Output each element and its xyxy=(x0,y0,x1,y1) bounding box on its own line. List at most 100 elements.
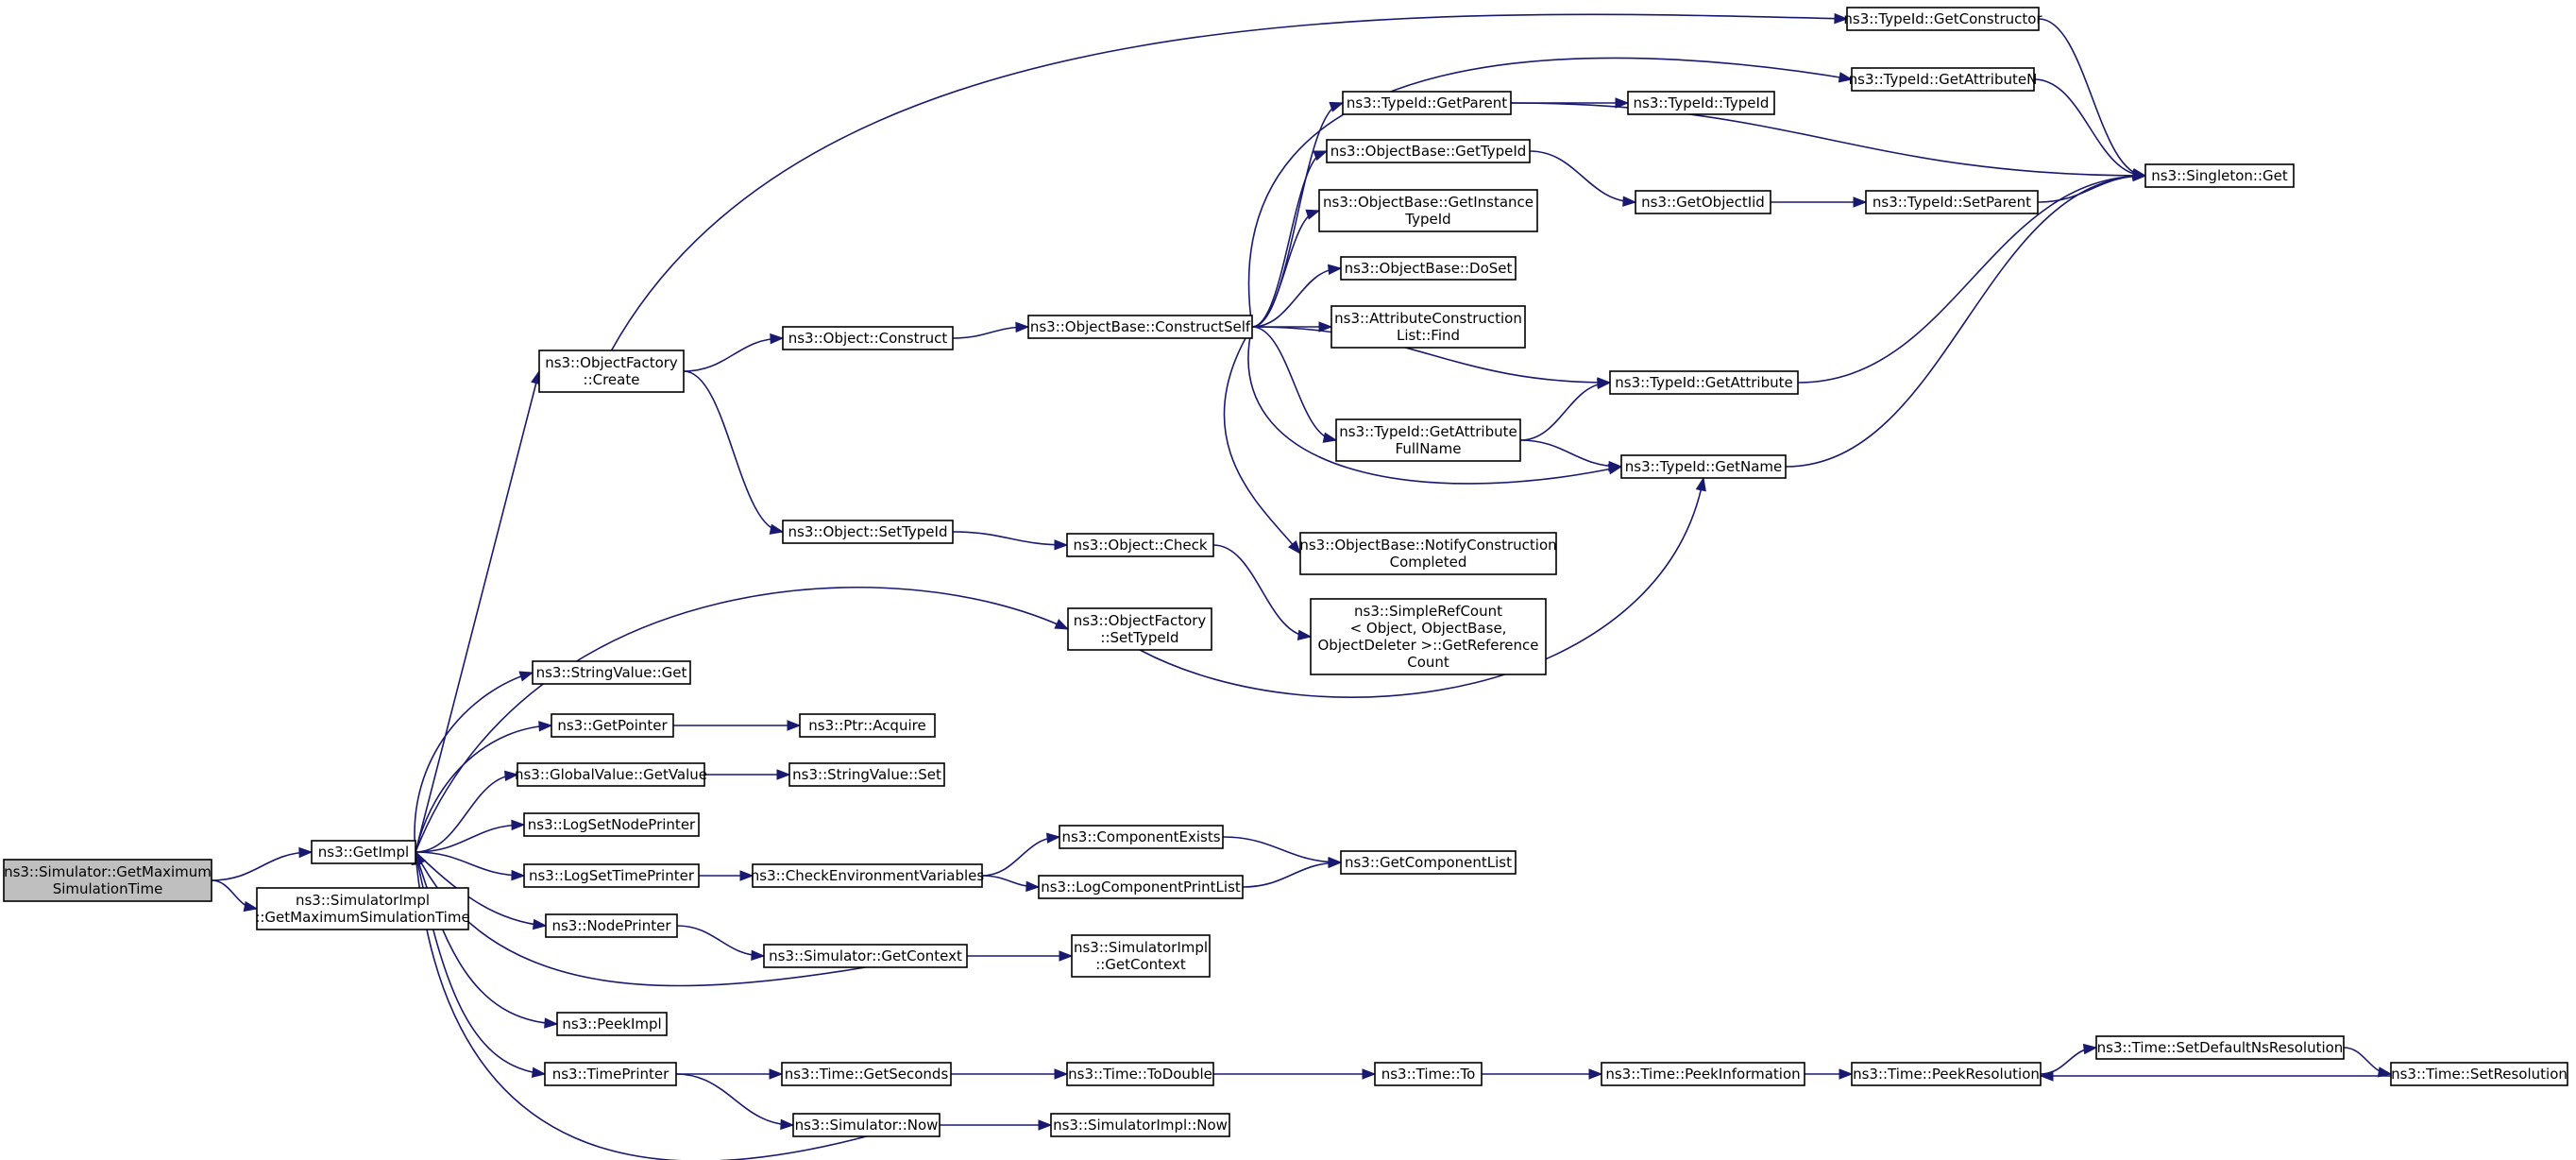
node-box[interactable] xyxy=(523,863,700,888)
node-objfactory_create[interactable]: ns3::ObjectFactory::Create xyxy=(538,350,685,393)
node-box[interactable] xyxy=(1609,370,1799,395)
node-box[interactable] xyxy=(1851,67,2035,92)
node-globalvalue_getvalue[interactable]: ns3::GlobalValue::GetValue xyxy=(515,762,707,787)
node-simimpl_getmax[interactable]: ns3::SimulatorImpl::GetMaximumSimulation… xyxy=(255,887,470,930)
node-box[interactable] xyxy=(311,840,416,864)
node-box[interactable] xyxy=(1635,190,1771,214)
node-time_peekresolution[interactable]: ns3::Time::PeekResolution xyxy=(1851,1062,2042,1086)
node-timeprinter[interactable]: ns3::TimePrinter xyxy=(544,1062,677,1086)
node-box[interactable] xyxy=(1059,825,1224,849)
node-typeid_getname[interactable]: ns3::TypeId::GetName xyxy=(1620,454,1787,479)
node-box[interactable] xyxy=(763,944,968,968)
node-box[interactable] xyxy=(1342,91,1512,115)
node-box[interactable] xyxy=(1340,850,1517,875)
node-getcomponentlist[interactable]: ns3::GetComponentList xyxy=(1340,850,1517,875)
node-box[interactable] xyxy=(799,713,936,738)
node-typeid_getattribute[interactable]: ns3::TypeId::GetAttribute xyxy=(1609,370,1799,395)
node-typeid_getconstructor[interactable]: ns3::TypeId::GetConstructor xyxy=(1843,7,2042,31)
node-box[interactable] xyxy=(1865,190,2039,214)
node-box[interactable] xyxy=(1601,1062,1805,1086)
node-root[interactable]: ns3::Simulator::GetMaximumSimulationTime xyxy=(3,859,212,902)
node-box[interactable] xyxy=(523,812,700,837)
node-object_construct[interactable]: ns3::Object::Construct xyxy=(782,326,954,350)
node-object_settypeid[interactable]: ns3::Object::SetTypeId xyxy=(782,520,954,544)
node-box[interactable] xyxy=(1620,454,1787,479)
node-box[interactable] xyxy=(2144,163,2295,188)
node-time_getseconds[interactable]: ns3::Time::GetSeconds xyxy=(781,1062,952,1086)
node-box[interactable] xyxy=(556,1012,668,1036)
node-box[interactable] xyxy=(1340,256,1517,281)
node-time_setdefaultnsresolution[interactable]: ns3::Time::SetDefaultNsResolution xyxy=(2095,1035,2345,1060)
node-box[interactable] xyxy=(782,520,954,544)
node-peekimpl[interactable]: ns3::PeekImpl xyxy=(556,1012,668,1036)
node-singleton_get[interactable]: ns3::Singleton::Get xyxy=(2144,163,2295,188)
node-box[interactable] xyxy=(1374,1062,1483,1086)
node-logsetnodeprinter[interactable]: ns3::LogSetNodePrinter xyxy=(523,812,700,837)
node-typeid_getparent[interactable]: ns3::TypeId::GetParent xyxy=(1342,91,1512,115)
node-getobjectiid[interactable]: ns3::GetObjectIid xyxy=(1635,190,1771,214)
node-box[interactable] xyxy=(1066,1062,1214,1086)
node-object_check[interactable]: ns3::Object::Check xyxy=(1066,533,1214,557)
node-simulator_now[interactable]: ns3::Simulator::Now xyxy=(792,1113,941,1137)
node-box[interactable] xyxy=(1310,598,1547,675)
node-box[interactable] xyxy=(752,863,983,888)
node-stringvalue_get[interactable]: ns3::StringValue::Get xyxy=(532,660,691,685)
node-simulator_getcontext[interactable]: ns3::Simulator::GetContext xyxy=(763,944,968,968)
node-box[interactable] xyxy=(1299,532,1557,575)
node-stringvalue_set[interactable]: ns3::StringValue::Set xyxy=(788,762,945,787)
node-box[interactable] xyxy=(1330,305,1526,349)
node-box[interactable] xyxy=(792,1113,941,1137)
node-box[interactable] xyxy=(545,913,678,938)
node-objfactory_settypeid[interactable]: ns3::ObjectFactory::SetTypeId xyxy=(1067,607,1212,651)
node-objectbase_notifyconstructioncompleted[interactable]: ns3::ObjectBase::NotifyConstructionCompl… xyxy=(1299,532,1557,575)
node-simplerefcount_getreferencecount[interactable]: ns3::SimpleRefCount< Object, ObjectBase,… xyxy=(1310,598,1547,675)
node-box[interactable] xyxy=(1071,934,1211,978)
node-typeid_getattributen[interactable]: ns3::TypeId::GetAttributeN xyxy=(1849,67,2038,92)
node-box[interactable] xyxy=(1318,189,1538,232)
node-time_to[interactable]: ns3::Time::To xyxy=(1374,1062,1483,1086)
node-objectbase_doset[interactable]: ns3::ObjectBase::DoSet xyxy=(1340,256,1517,281)
node-box[interactable] xyxy=(256,887,469,930)
node-time_todouble[interactable]: ns3::Time::ToDouble xyxy=(1066,1062,1214,1086)
node-box[interactable] xyxy=(781,1062,952,1086)
node-typeid_setparent[interactable]: ns3::TypeId::SetParent xyxy=(1865,190,2039,214)
node-box[interactable] xyxy=(1627,91,1775,115)
node-logcomponentprintlist[interactable]: ns3::LogComponentPrintList xyxy=(1038,875,1244,899)
node-box[interactable] xyxy=(1851,1062,2042,1086)
node-box[interactable] xyxy=(2095,1035,2345,1060)
node-typeid_typeid[interactable]: ns3::TypeId::TypeId xyxy=(1627,91,1775,115)
node-box[interactable] xyxy=(3,859,212,902)
node-box[interactable] xyxy=(1335,418,1521,462)
node-box[interactable] xyxy=(1846,7,2040,31)
node-getimpl[interactable]: ns3::GetImpl xyxy=(311,840,416,864)
node-box[interactable] xyxy=(1038,875,1244,899)
node-box[interactable] xyxy=(1326,139,1531,163)
node-simimpl_now[interactable]: ns3::SimulatorImpl::Now xyxy=(1050,1113,1230,1137)
node-box[interactable] xyxy=(517,762,705,787)
node-time_setresolution[interactable]: ns3::Time::SetResolution xyxy=(2390,1062,2568,1086)
node-box[interactable] xyxy=(1066,533,1214,557)
node-box[interactable] xyxy=(532,660,691,685)
node-logsettimeprinter[interactable]: ns3::LogSetTimePrinter xyxy=(523,863,700,888)
node-box[interactable] xyxy=(1050,1113,1230,1137)
node-box[interactable] xyxy=(782,326,954,350)
node-box[interactable] xyxy=(2390,1062,2568,1086)
node-box[interactable] xyxy=(544,1062,677,1086)
node-box[interactable] xyxy=(1067,607,1212,651)
node-componentexists[interactable]: ns3::ComponentExists xyxy=(1059,825,1224,849)
node-box[interactable] xyxy=(1027,315,1253,339)
node-box[interactable] xyxy=(788,762,945,787)
node-ptr_acquire[interactable]: ns3::Ptr::Acquire xyxy=(799,713,936,738)
node-objectbase_constructself[interactable]: ns3::ObjectBase::ConstructSelf xyxy=(1027,315,1253,339)
node-time_peekinformation[interactable]: ns3::Time::PeekInformation xyxy=(1601,1062,1805,1086)
node-box[interactable] xyxy=(551,713,674,738)
node-getpointer[interactable]: ns3::GetPointer xyxy=(551,713,674,738)
node-simimpl_getcontext[interactable]: ns3::SimulatorImpl::GetContext xyxy=(1071,934,1211,978)
node-nodeprinter[interactable]: ns3::NodePrinter xyxy=(545,913,678,938)
node-objectbase_gettypeid[interactable]: ns3::ObjectBase::GetTypeId xyxy=(1326,139,1531,163)
node-checkenv[interactable]: ns3::CheckEnvironmentVariables xyxy=(751,863,985,888)
node-box[interactable] xyxy=(538,350,685,393)
